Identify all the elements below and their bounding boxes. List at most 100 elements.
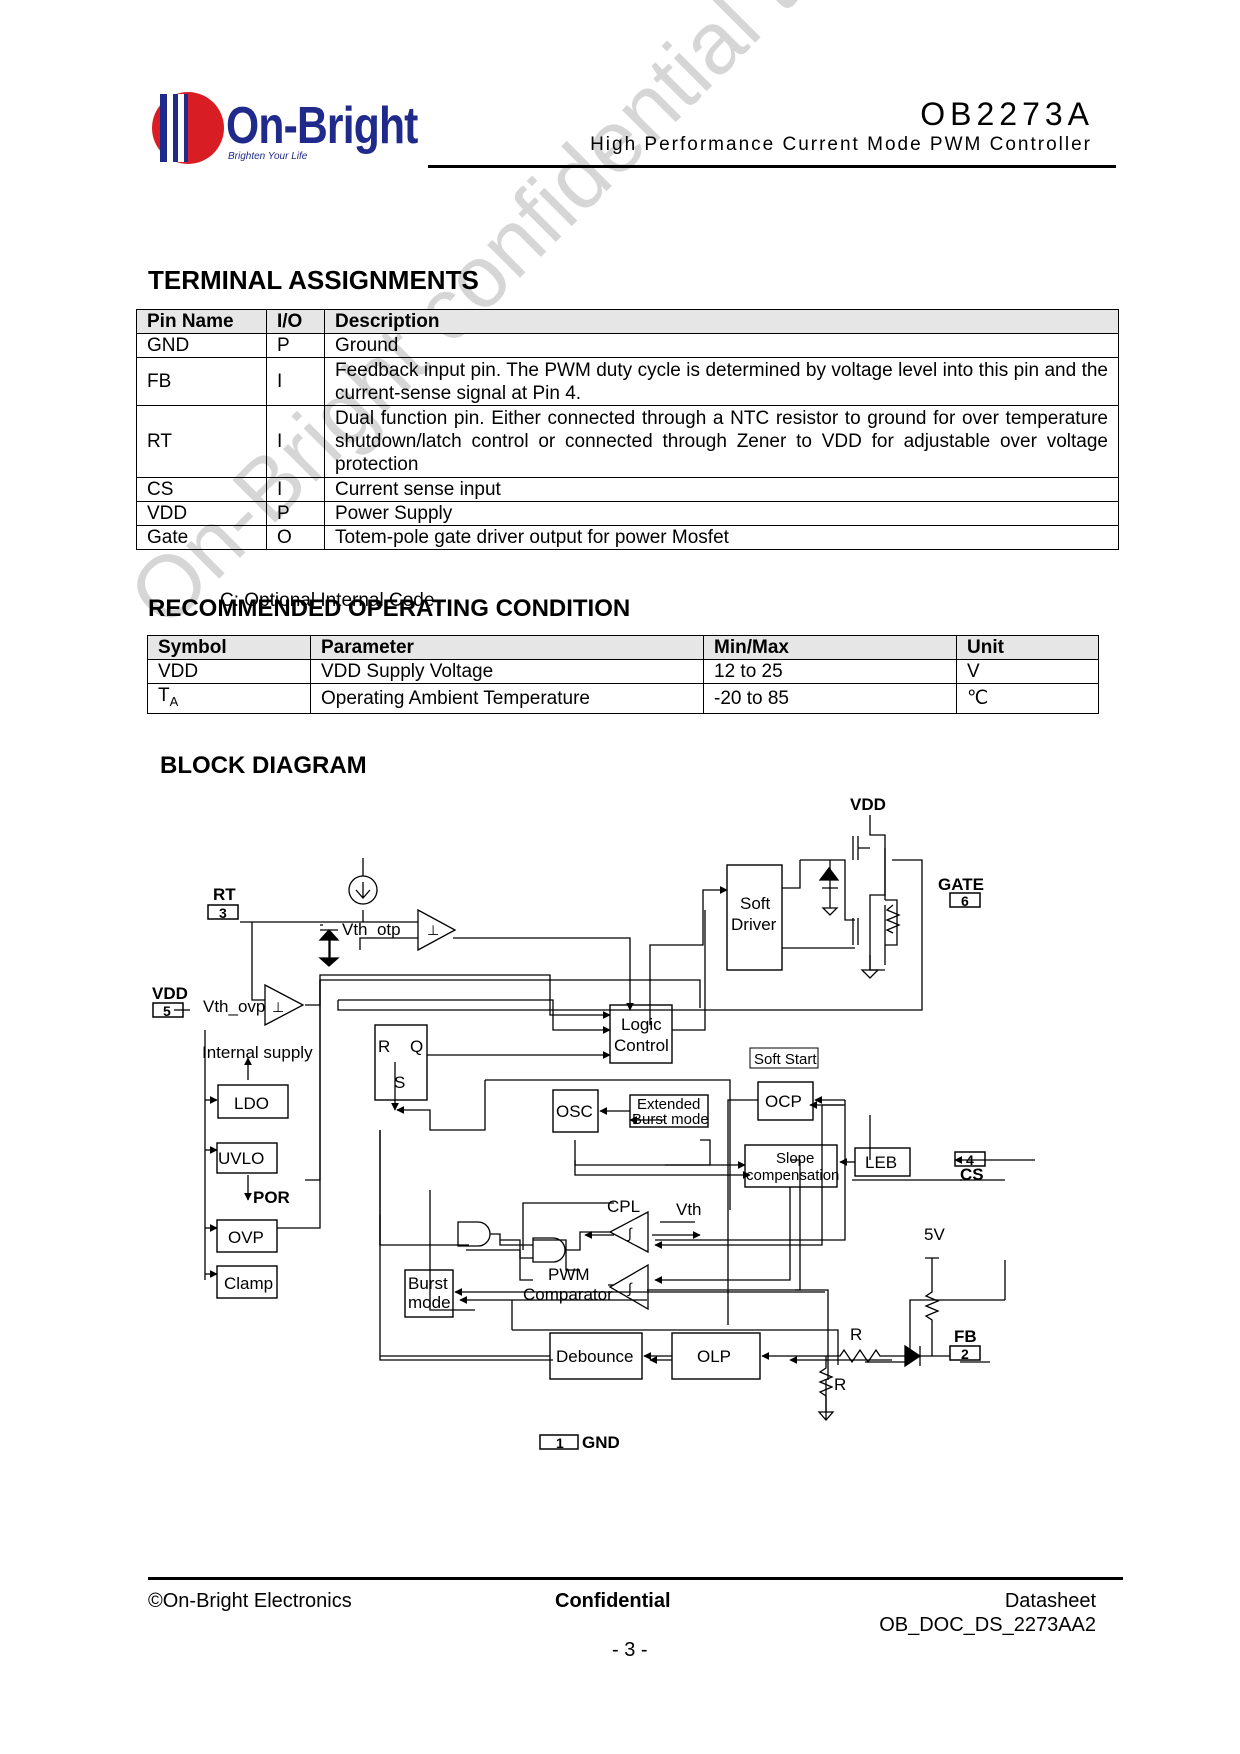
por-label: POR [253, 1188, 290, 1207]
five-volt-label: 5V [924, 1225, 945, 1244]
rs-latch-block: R Q S [374, 1024, 428, 1101]
fb-resistor-network [817, 1257, 950, 1421]
pin-name: Gate [136, 525, 267, 550]
operating-condition-table: Symbol Parameter Min/Max Unit VDD VDD Su… [147, 635, 1099, 714]
terminal-assignments-table: Pin Name I/O Description GND P Ground FB… [136, 309, 1119, 550]
pin-name: GND [136, 333, 267, 358]
pin-cs: 4 CS [954, 1151, 986, 1184]
symbol: VDD [158, 661, 199, 682]
resistor-r2-label: R [834, 1375, 846, 1394]
latch-r-label: R [378, 1037, 390, 1056]
pwm-comparator: ∫ [608, 1263, 649, 1311]
vth-label: Vth [676, 1200, 702, 1219]
pin-name: VDD [136, 501, 267, 526]
footer-datasheet: Datasheet [1004, 1590, 1096, 1612]
pin-fb: FB 2 [949, 1327, 981, 1362]
ovp-block: OVP [216, 1219, 278, 1253]
block-diagram: RT 3 VDD 5 GATE 6 4 CS FB 2 1 GND VDD [152, 795, 1035, 1452]
pin-io: I [266, 405, 325, 478]
block-label: mode [408, 1293, 451, 1312]
parameter: Operating Ambient Temperature [310, 683, 704, 714]
and-gate-1 [457, 1221, 491, 1247]
min-max: 12 to 25 [703, 659, 957, 684]
block-label: OVP [228, 1228, 264, 1247]
table-row: TA Operating Ambient Temperature -20 to … [147, 683, 1099, 714]
pin-rt: RT 3 [207, 885, 239, 921]
block-label: Logic [621, 1015, 662, 1034]
block-label: compensation [746, 1167, 839, 1184]
overlap-code-text: C: Optional Internal Code [220, 590, 435, 611]
section-title-block-diagram: BLOCK DIAGRAM [160, 752, 367, 779]
pin-description: Ground [324, 333, 1119, 358]
osc-block: OSC [552, 1089, 599, 1133]
diagram-wires [174, 859, 1035, 1420]
latch-q-label: Q [410, 1037, 423, 1056]
olp-block: OLP [671, 1332, 761, 1380]
debounce-block: Debounce [549, 1332, 643, 1380]
footer-divider [148, 1577, 1123, 1580]
col-header: Pin Name [136, 309, 267, 334]
schmitt-icon: ⊥ [427, 922, 439, 938]
col-header: Parameter [310, 635, 704, 660]
block-label: OSC [556, 1102, 593, 1121]
latch-s-label: S [394, 1073, 405, 1092]
pin-number: 5 [163, 1003, 171, 1019]
section-title-terminal: TERMINAL ASSIGNMENTS [148, 265, 479, 295]
company-tagline: Brighten Your Life [228, 151, 308, 162]
block-label: OLP [697, 1347, 731, 1366]
pin-description: Dual function pin. Either connected thro… [324, 405, 1119, 478]
schmitt-icon: ∫ [627, 1280, 633, 1296]
symbol: T [158, 685, 170, 706]
slope-compensation-block: Slope compensation [744, 1144, 839, 1188]
block-label: OCP [765, 1092, 802, 1111]
soft-driver-block: Soft Driver [726, 864, 783, 971]
block-label: Debounce [556, 1347, 634, 1366]
part-description: High Performance Current Mode PWM Contro… [590, 134, 1092, 155]
pin-label: GATE [938, 875, 984, 894]
ocp-block: OCP [757, 1081, 814, 1121]
block-label: Burst mode [632, 1111, 709, 1128]
block-label: Soft [740, 894, 771, 913]
pin-io: O [266, 525, 325, 550]
pin-number: 4 [966, 1152, 974, 1168]
uvlo-block: UVLO [216, 1142, 278, 1174]
table-row: RT I Dual function pin. Either connected… [136, 405, 1119, 478]
table-row: VDD P Power Supply [136, 501, 1119, 526]
pin-io: I [266, 477, 325, 502]
block-label: Soft Start [754, 1051, 817, 1068]
pin-description: Current sense input [324, 477, 1119, 502]
page-number: - 3 - [612, 1639, 648, 1661]
col-header: I/O [266, 309, 325, 334]
block-label: UVLO [218, 1149, 264, 1168]
extended-burst-block: Extended Burst mode [629, 1094, 709, 1128]
block-label: Clamp [224, 1274, 273, 1293]
col-header: Description [324, 309, 1119, 334]
burst-mode-block: Burst mode [404, 1269, 454, 1318]
pin-name: CS [136, 477, 267, 502]
pin-io: P [266, 501, 325, 526]
clamp-block: Clamp [216, 1265, 278, 1299]
pin-label: RT [213, 885, 236, 904]
col-header: Min/Max [703, 635, 957, 660]
table-row: FB I Feedback input pin. The PWM duty cy… [136, 357, 1119, 406]
symbol-cell: TA [147, 683, 311, 714]
leb-block: LEB [854, 1147, 911, 1177]
block-label: Control [614, 1036, 669, 1055]
pin-vdd: VDD 5 [152, 984, 188, 1019]
and-gate-2 [532, 1237, 566, 1263]
block-label: Driver [731, 915, 777, 934]
cpl-label: CPL [607, 1197, 640, 1216]
table-row: VDD VDD Supply Voltage 12 to 25 V [147, 659, 1099, 684]
vdd-top-label: VDD [850, 795, 886, 814]
col-header: Unit [956, 635, 1099, 660]
schmitt-icon: ∫ [627, 1225, 633, 1241]
company-logo-mark [152, 92, 224, 164]
block-label: Slope [776, 1150, 814, 1167]
logic-control-block: Logic Control [609, 1004, 673, 1064]
pin-io: I [266, 357, 325, 406]
footer-doc-code: OB_DOC_DS_2273AA2 [879, 1614, 1096, 1636]
section-title-roc: RECOMMENDED OPERATING CONDITION [148, 595, 631, 622]
pwm-comparator-label-1: PWM [548, 1265, 590, 1284]
pin-number: 2 [961, 1346, 969, 1362]
table-row: Gate O Totem-pole gate driver output for… [136, 525, 1119, 550]
